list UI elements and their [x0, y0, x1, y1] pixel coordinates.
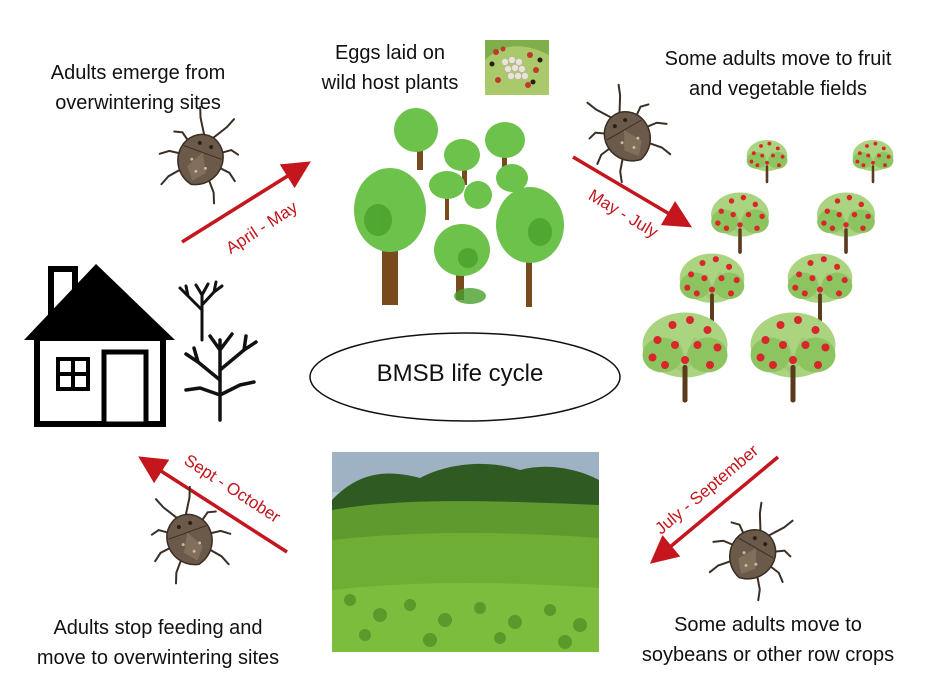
arrow-sept-october	[138, 456, 288, 554]
soybean-field-photo	[332, 452, 599, 652]
apple-tree-icon	[709, 190, 771, 254]
caption-line: Adults emerge from	[50, 62, 226, 84]
apple-tree-icon	[851, 138, 895, 184]
caption-line: overwintering sites	[55, 92, 221, 114]
stage-caption-emerge: Adults emerge from overwintering sites	[18, 58, 258, 118]
stage-caption-fruit: Some adults move to fruit and vegetable …	[633, 44, 923, 104]
stage-caption-overwinter: Adults stop feeding and move to overwint…	[8, 613, 308, 673]
apple-tree-icon	[643, 313, 728, 401]
bare-tree-icon	[178, 280, 258, 422]
center-ellipse	[309, 332, 621, 422]
caption-line: Eggs laid on	[334, 42, 446, 64]
apple-tree-icon	[677, 251, 747, 322]
apple-tree-icon	[785, 251, 855, 322]
arrow-may-july	[572, 155, 693, 228]
stage-caption-soybeans: Some adults move to soybeans or other ro…	[608, 610, 928, 670]
arrow-april-may	[181, 161, 311, 244]
apple-tree-icon	[745, 138, 789, 184]
caption-line: Some adults move to	[674, 614, 862, 636]
house-icon	[24, 264, 175, 427]
apple-tree-icon	[751, 313, 836, 401]
caption-line: and vegetable fields	[689, 78, 867, 100]
egg-cluster-photo	[485, 40, 549, 95]
center-label: BMSB life cycle	[376, 360, 544, 387]
caption-line: Adults stop feeding and	[53, 617, 263, 639]
caption-line: wild host plants	[321, 72, 459, 94]
caption-line: soybeans or other row crops	[641, 644, 895, 666]
stage-caption-eggs: Eggs laid on wild host plants	[300, 38, 480, 98]
apple-tree-icon	[815, 190, 877, 254]
forest-icon	[354, 108, 564, 307]
caption-line: move to overwintering sites	[36, 647, 280, 669]
arrow-july-september	[649, 455, 780, 564]
caption-line: Some adults move to fruit	[664, 48, 892, 70]
